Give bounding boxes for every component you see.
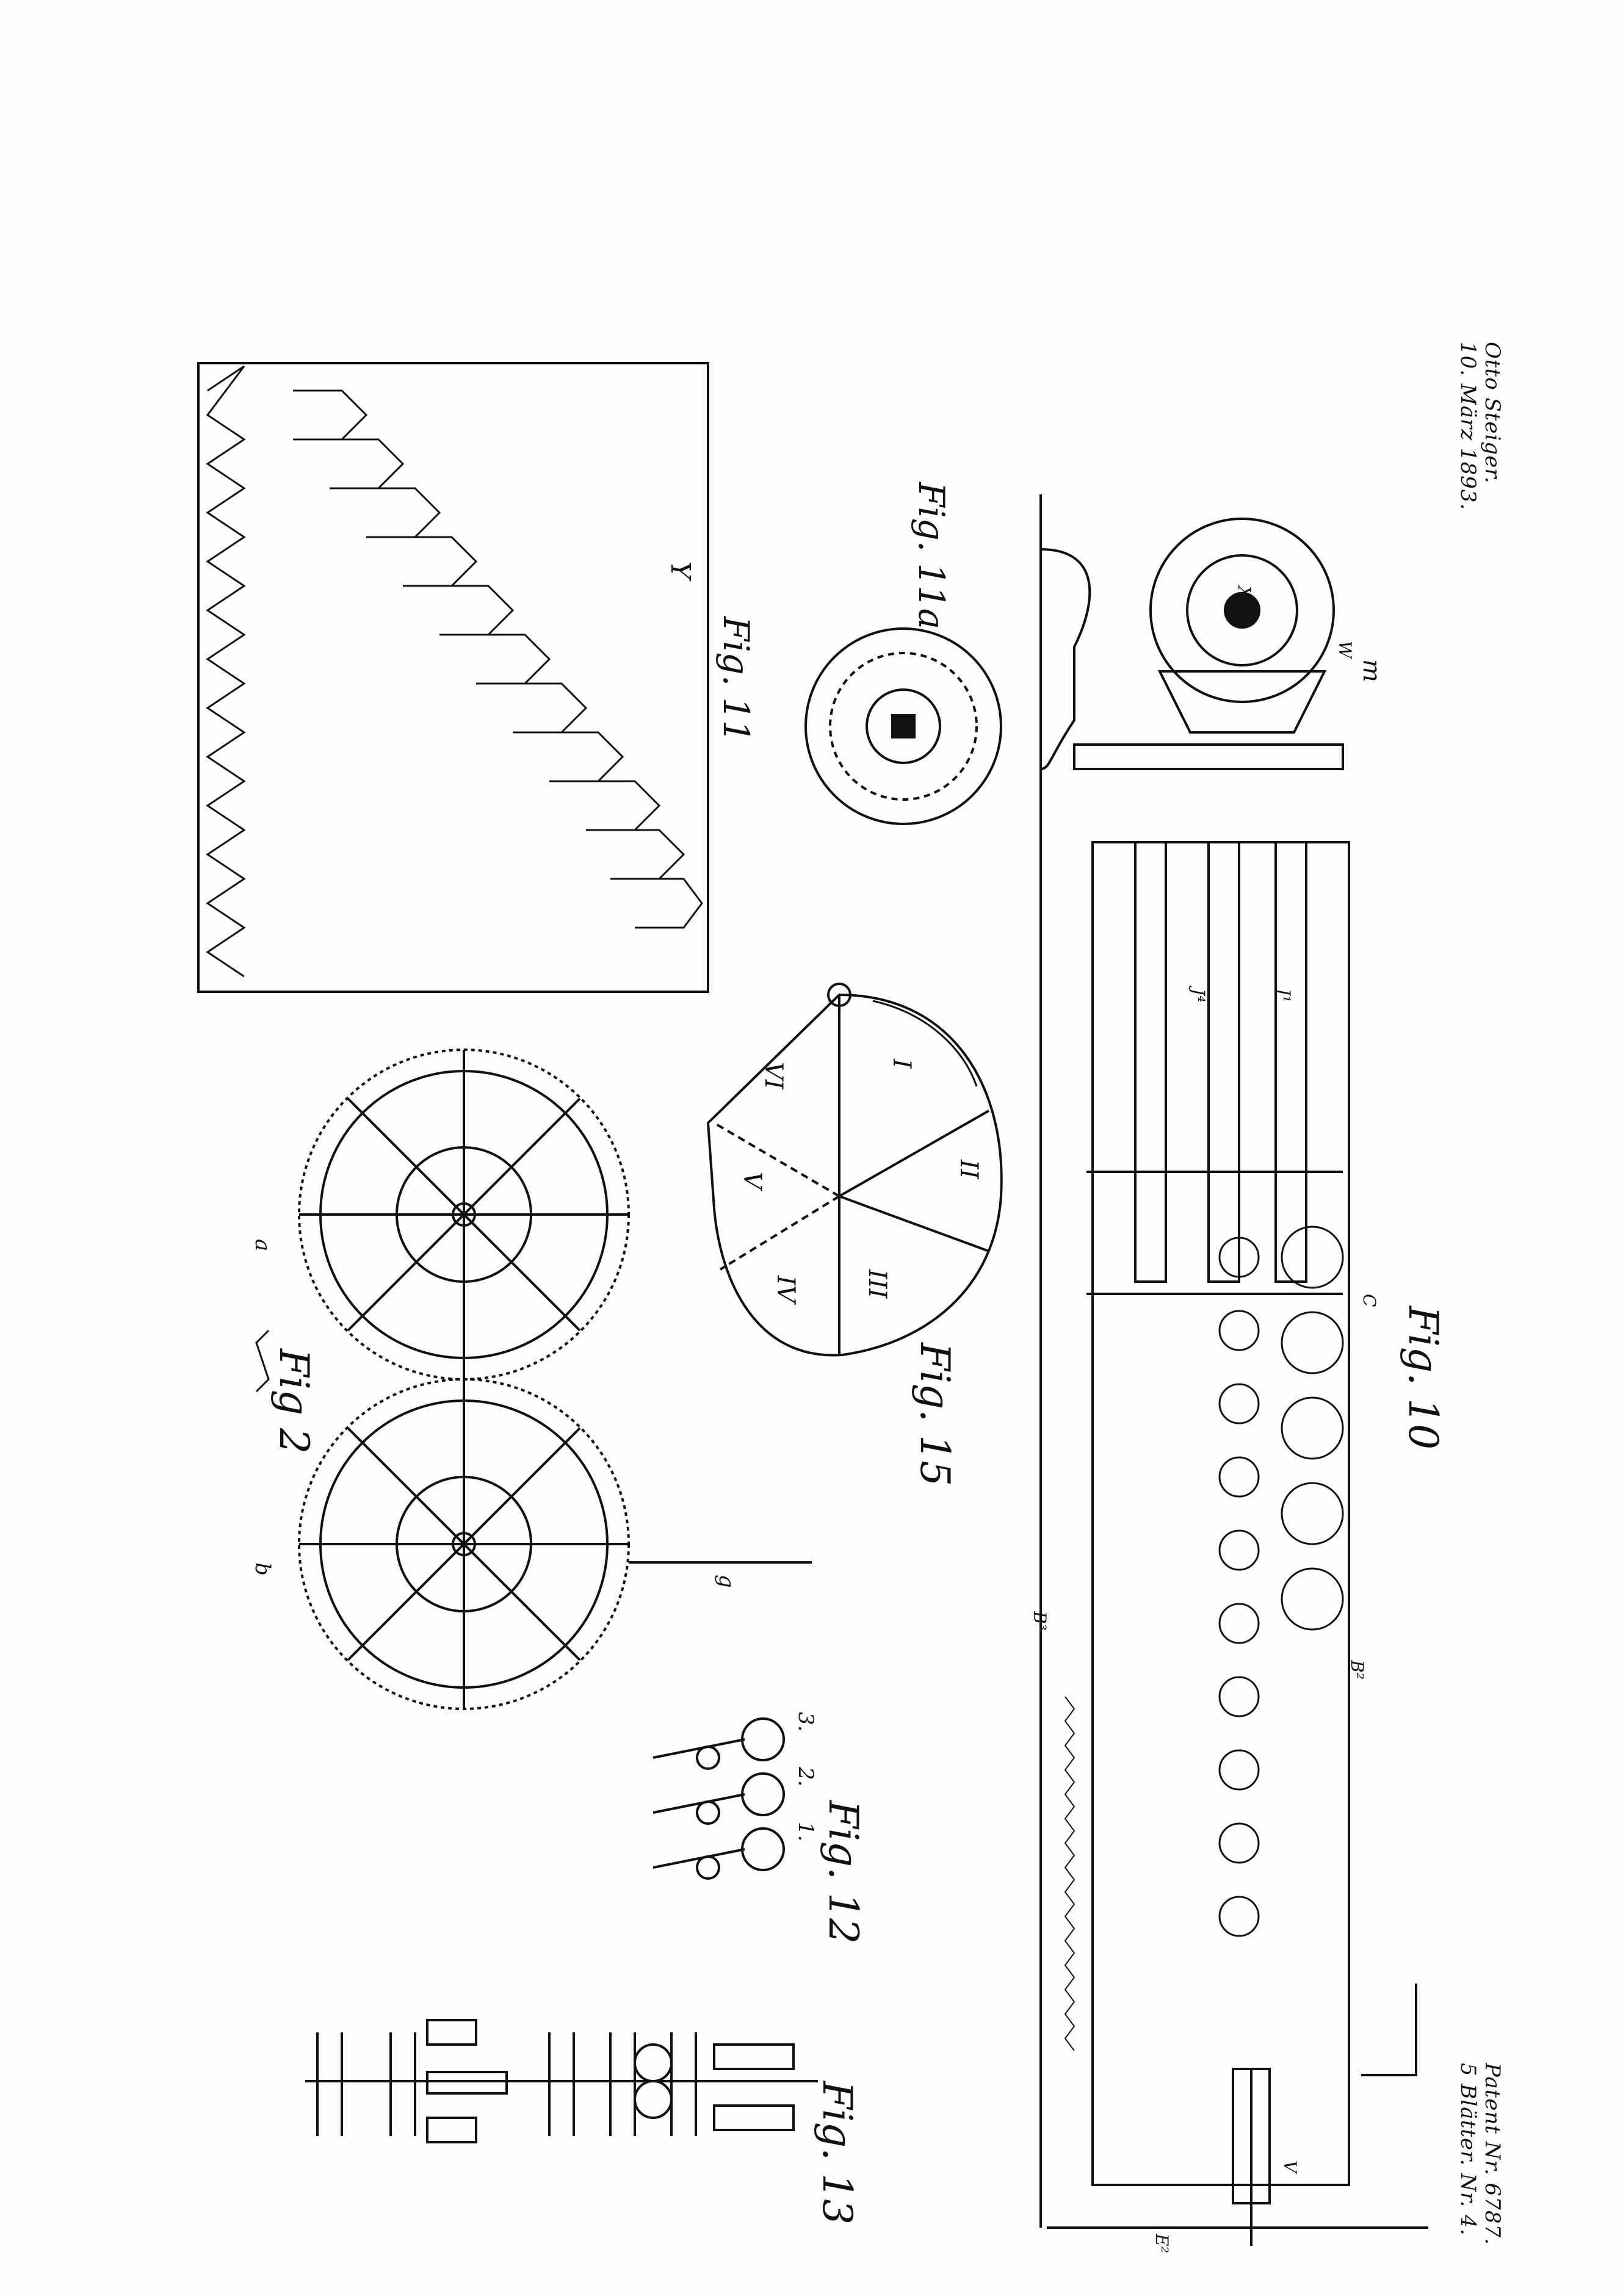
fig15-cam (706, 983, 1003, 1357)
fig2-discs (255, 1049, 812, 1710)
fig11-box (197, 362, 709, 993)
fig10-machine (1039, 494, 1428, 2246)
fig12-mechanism (652, 1717, 785, 1880)
fig11a-drum (804, 627, 1002, 825)
fig13-shaft (305, 2019, 818, 2143)
